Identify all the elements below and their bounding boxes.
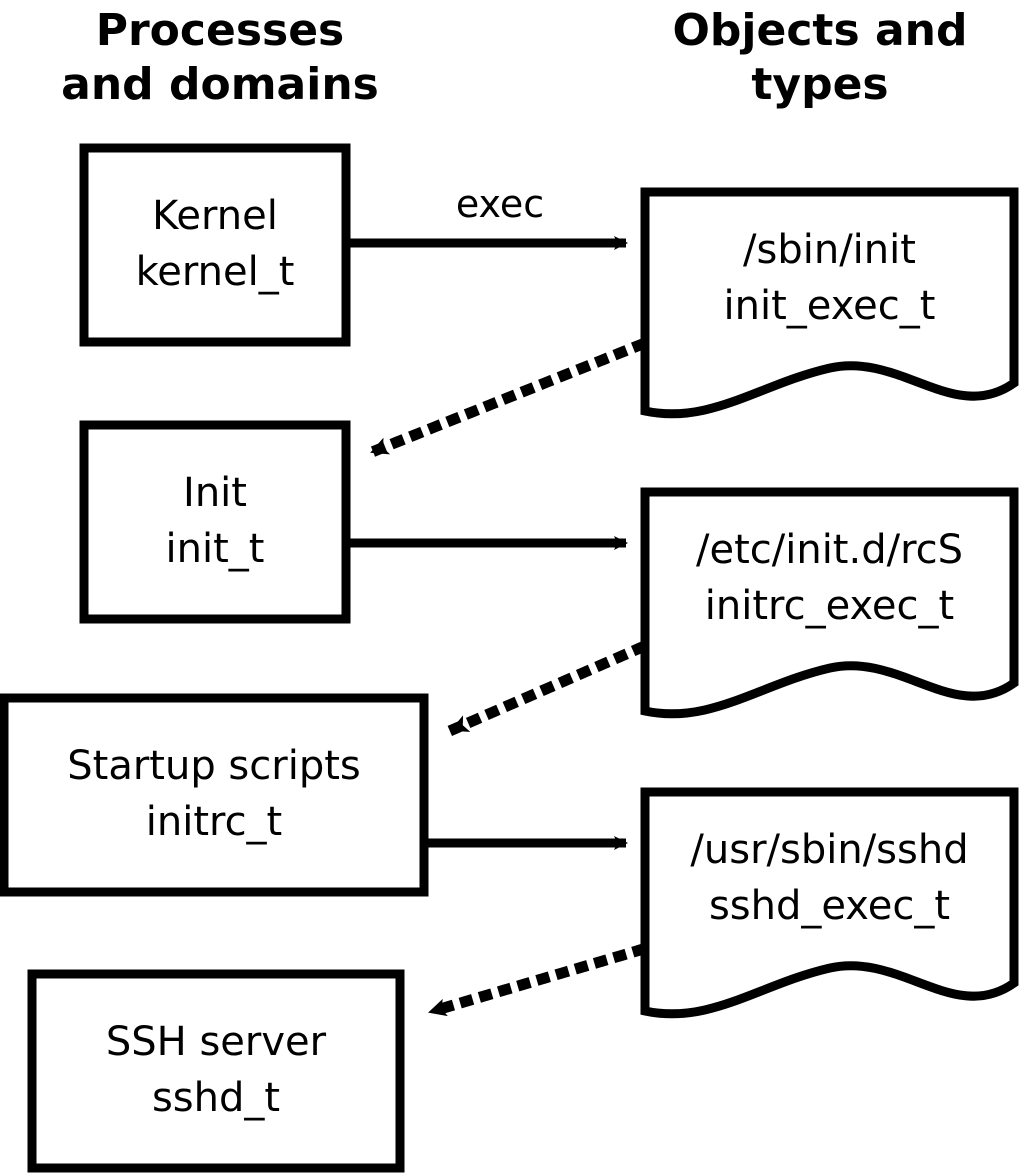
node-kernel-shape[interactable] bbox=[79, 143, 351, 347]
edge-label-exec: exec bbox=[455, 182, 545, 226]
edge-initrc-exec-to-initrc[interactable] bbox=[444, 640, 648, 738]
column-header-objects: Objects and types bbox=[672, 5, 968, 110]
node-initrc-shape[interactable] bbox=[0, 693, 429, 897]
node-initrc-exec-shape[interactable] bbox=[640, 487, 1019, 719]
edge-sshd-exec-to-sshd[interactable] bbox=[423, 943, 647, 1019]
node-sshd-shape[interactable] bbox=[27, 969, 405, 1173]
node-init-shape[interactable] bbox=[79, 420, 351, 624]
column-header-processes: Processes and domains bbox=[61, 5, 379, 110]
edge-init-exec-to-init[interactable] bbox=[364, 337, 648, 460]
node-init-exec-shape[interactable] bbox=[640, 187, 1019, 419]
node-sshd-exec-shape[interactable] bbox=[640, 787, 1019, 1019]
